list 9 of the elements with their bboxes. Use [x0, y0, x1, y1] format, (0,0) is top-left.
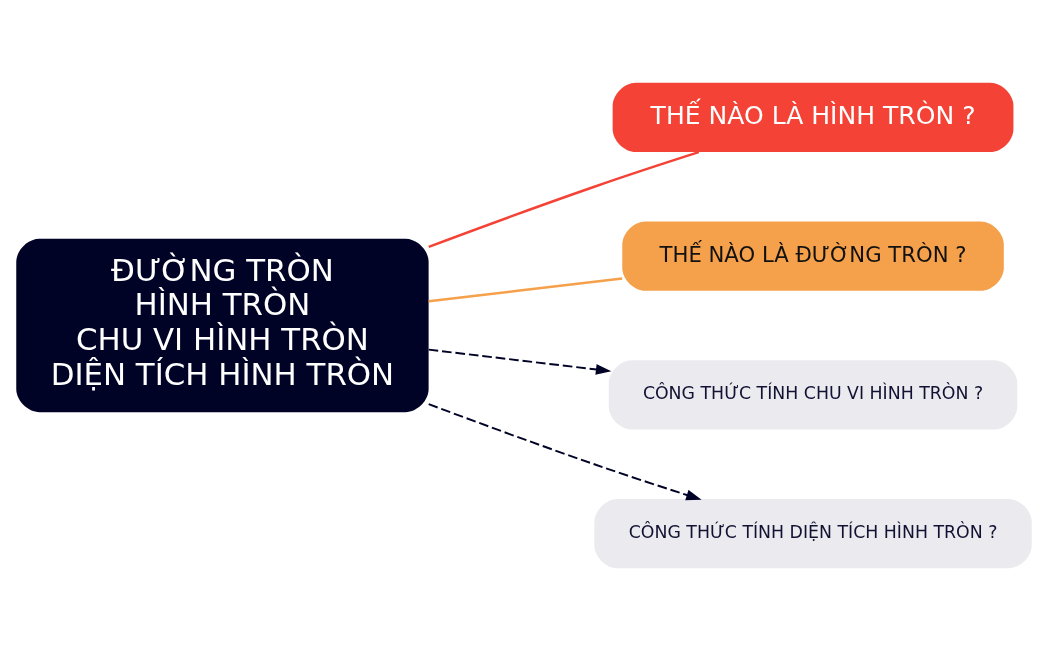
node-box: ĐƯỜNG TRÒN HÌNH TRÒN CHU VI HÌNH TRÒN DIỆN TÍCH HÌNH TRÒN: [16, 238, 429, 412]
arrow: [427, 402, 702, 500]
connector: [428, 276, 623, 303]
node-box: THẾ NÀO LÀ HÌNH TRÒN ?: [612, 82, 1014, 152]
node-box: THẾ NÀO LÀ ĐƯỜNG TRÒN ?: [622, 220, 1004, 291]
arrow: [427, 348, 612, 375]
connector: [428, 150, 700, 248]
node-box: CÔNG THỨC TÍNH DIỆN TÍCH HÌNH TRÒN ?: [594, 498, 1032, 568]
node-box: CÔNG THỨC TÍNH CHU VI HÌNH TRÒN ?: [608, 359, 1018, 430]
